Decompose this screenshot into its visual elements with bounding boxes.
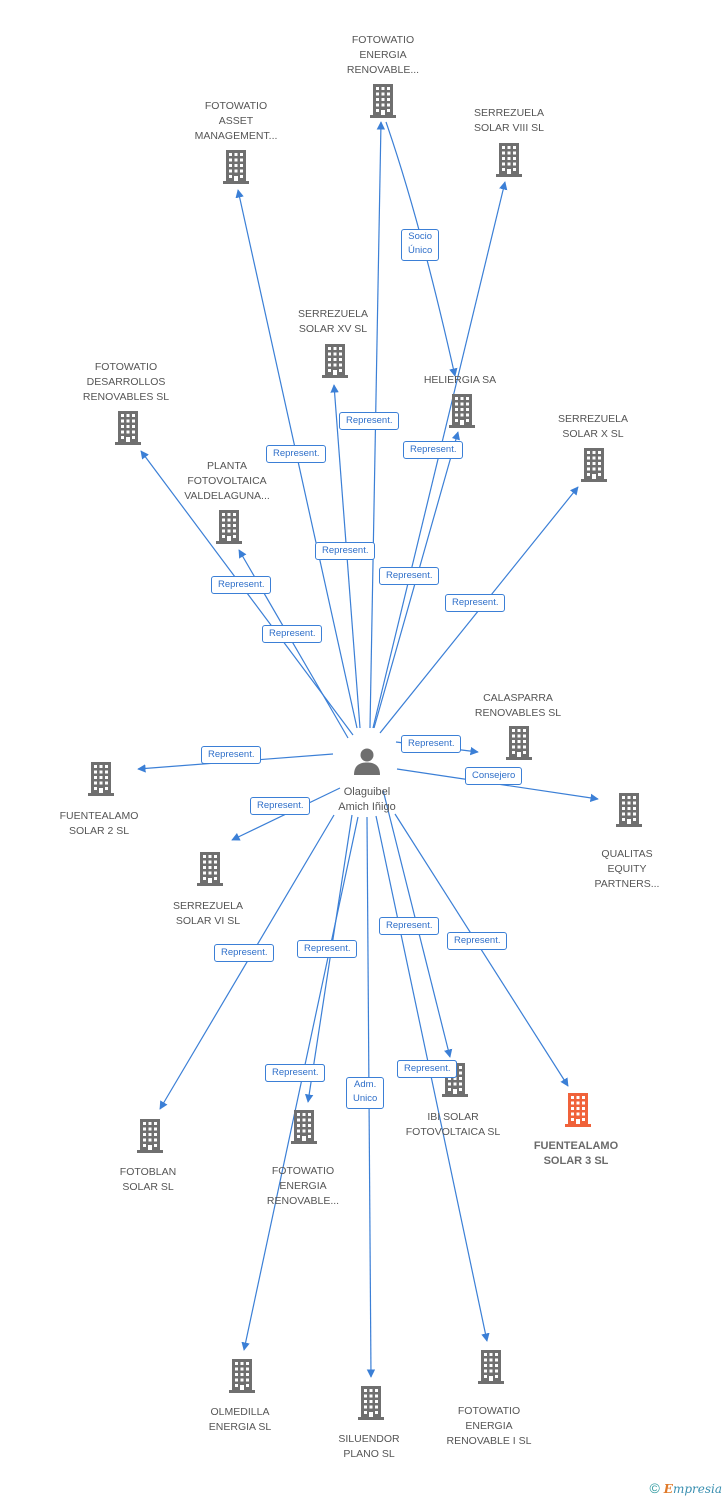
building-icon[interactable] (215, 510, 243, 544)
person-icon[interactable] (352, 746, 382, 776)
company-label[interactable]: FOTOWATIO ENERGIA RENOVABLE... (266, 1165, 340, 1207)
company-label[interactable]: FOTOWATIO ENERGIA RENOVABLE... (346, 33, 420, 76)
company-label[interactable]: FOTOWATIO ENERGIA RENOVABLE I SL (446, 1405, 532, 1447)
company-label[interactable]: CALASPARRA RENOVABLES SL (474, 692, 562, 719)
company-label[interactable]: FUENTEALAMO SOLAR 3 SL (533, 1140, 619, 1167)
edge-line-19 (375, 815, 490, 1342)
edge-label-r18[interactable]: Represent. (265, 1064, 326, 1082)
edge-label-r15[interactable]: Represent. (214, 944, 275, 962)
building-icon[interactable] (580, 448, 608, 482)
edge-label-r6[interactable]: Represent. (445, 594, 506, 612)
company-label[interactable]: PLANTA FOTOVOLTAICA VALDELAGUNA... (184, 459, 270, 502)
edge-line-14 (394, 813, 569, 1087)
edge-label-r7[interactable]: Represent. (211, 576, 272, 594)
building-icon[interactable] (87, 762, 115, 796)
edge-line-17 (241, 816, 359, 1351)
edge-label-r4[interactable]: Represent. (315, 542, 376, 560)
company-label[interactable]: OLMEDILLA ENERGIA SL (208, 1406, 272, 1433)
footer-brand[interactable]: ©Empresia (649, 1480, 722, 1496)
building-icon[interactable] (448, 394, 476, 428)
company-label[interactable]: FOTOWATIO ASSET MANAGEMENT... (194, 99, 278, 142)
building-icon[interactable] (369, 84, 397, 118)
company-label[interactable]: SERREZUELA SOLAR VIII SL (473, 107, 545, 134)
building-icon[interactable] (290, 1110, 318, 1144)
company-label[interactable]: SILUENDOR PLANO SL (338, 1433, 400, 1460)
company-label[interactable]: FOTOBLAN SOLAR SL (119, 1166, 177, 1193)
building-icon[interactable] (505, 726, 533, 760)
building-icon[interactable] (136, 1119, 164, 1153)
edge-label-consejero[interactable]: Consejero (465, 767, 523, 785)
brand-name: mpresia (672, 1482, 722, 1496)
company-label[interactable]: FOTOWATIO DESARROLLOS RENOVABLES SL (82, 360, 170, 403)
company-label[interactable]: SERREZUELA SOLAR X SL (557, 413, 629, 440)
copyright-symbol: © (649, 1480, 660, 1496)
building-icon[interactable] (196, 852, 224, 886)
building-icon[interactable] (357, 1386, 385, 1420)
edge-line-16 (304, 814, 353, 1103)
edge-label-r8[interactable]: Represent. (262, 625, 323, 643)
company-label[interactable]: HELIERGIA SA (423, 373, 497, 386)
building-icon[interactable] (495, 143, 523, 177)
building-icon[interactable] (615, 793, 643, 827)
building-icon[interactable] (477, 1350, 505, 1384)
building-icon[interactable] (222, 150, 250, 184)
edge-line-15 (159, 814, 335, 1110)
edge-label-r11[interactable]: Represent. (250, 797, 311, 815)
edge-label-r9[interactable]: Represent. (401, 735, 462, 753)
person-name[interactable]: Olaguibel Amich Iñigo (338, 786, 396, 813)
building-icon[interactable] (114, 411, 142, 445)
company-label[interactable]: SERREZUELA SOLAR XV SL (297, 308, 369, 335)
company-label[interactable]: IBI SOLAR FOTOVOLTAICA SL (405, 1111, 501, 1138)
company-label[interactable]: SERREZUELA SOLAR VI SL (172, 900, 244, 927)
edge-label-r5[interactable]: Represent. (379, 567, 440, 585)
edge-label-adm[interactable]: Adm. Unico (346, 1077, 385, 1109)
brand-initial: E (663, 1482, 673, 1496)
edge-label-r19[interactable]: Represent. (397, 1060, 458, 1078)
building-icon[interactable] (228, 1359, 256, 1393)
edge-label-r3[interactable]: Represent. (403, 441, 464, 459)
edge-label-r12[interactable]: Represent. (379, 917, 440, 935)
edge-label-socio[interactable]: Socio Único (401, 229, 440, 261)
building-icon[interactable] (564, 1093, 592, 1127)
company-label[interactable]: QUALITAS EQUITY PARTNERS... (594, 848, 660, 890)
edge-label-r13[interactable]: Represent. (447, 932, 508, 950)
company-label[interactable]: FUENTEALAMO SOLAR 2 SL (59, 810, 139, 837)
edge-label-r14[interactable]: Represent. (297, 940, 358, 958)
building-icon[interactable] (321, 344, 349, 378)
edge-label-r2[interactable]: Represent. (266, 445, 327, 463)
edge-label-r1[interactable]: Represent. (339, 412, 400, 430)
edge-label-r10[interactable]: Represent. (201, 746, 262, 764)
